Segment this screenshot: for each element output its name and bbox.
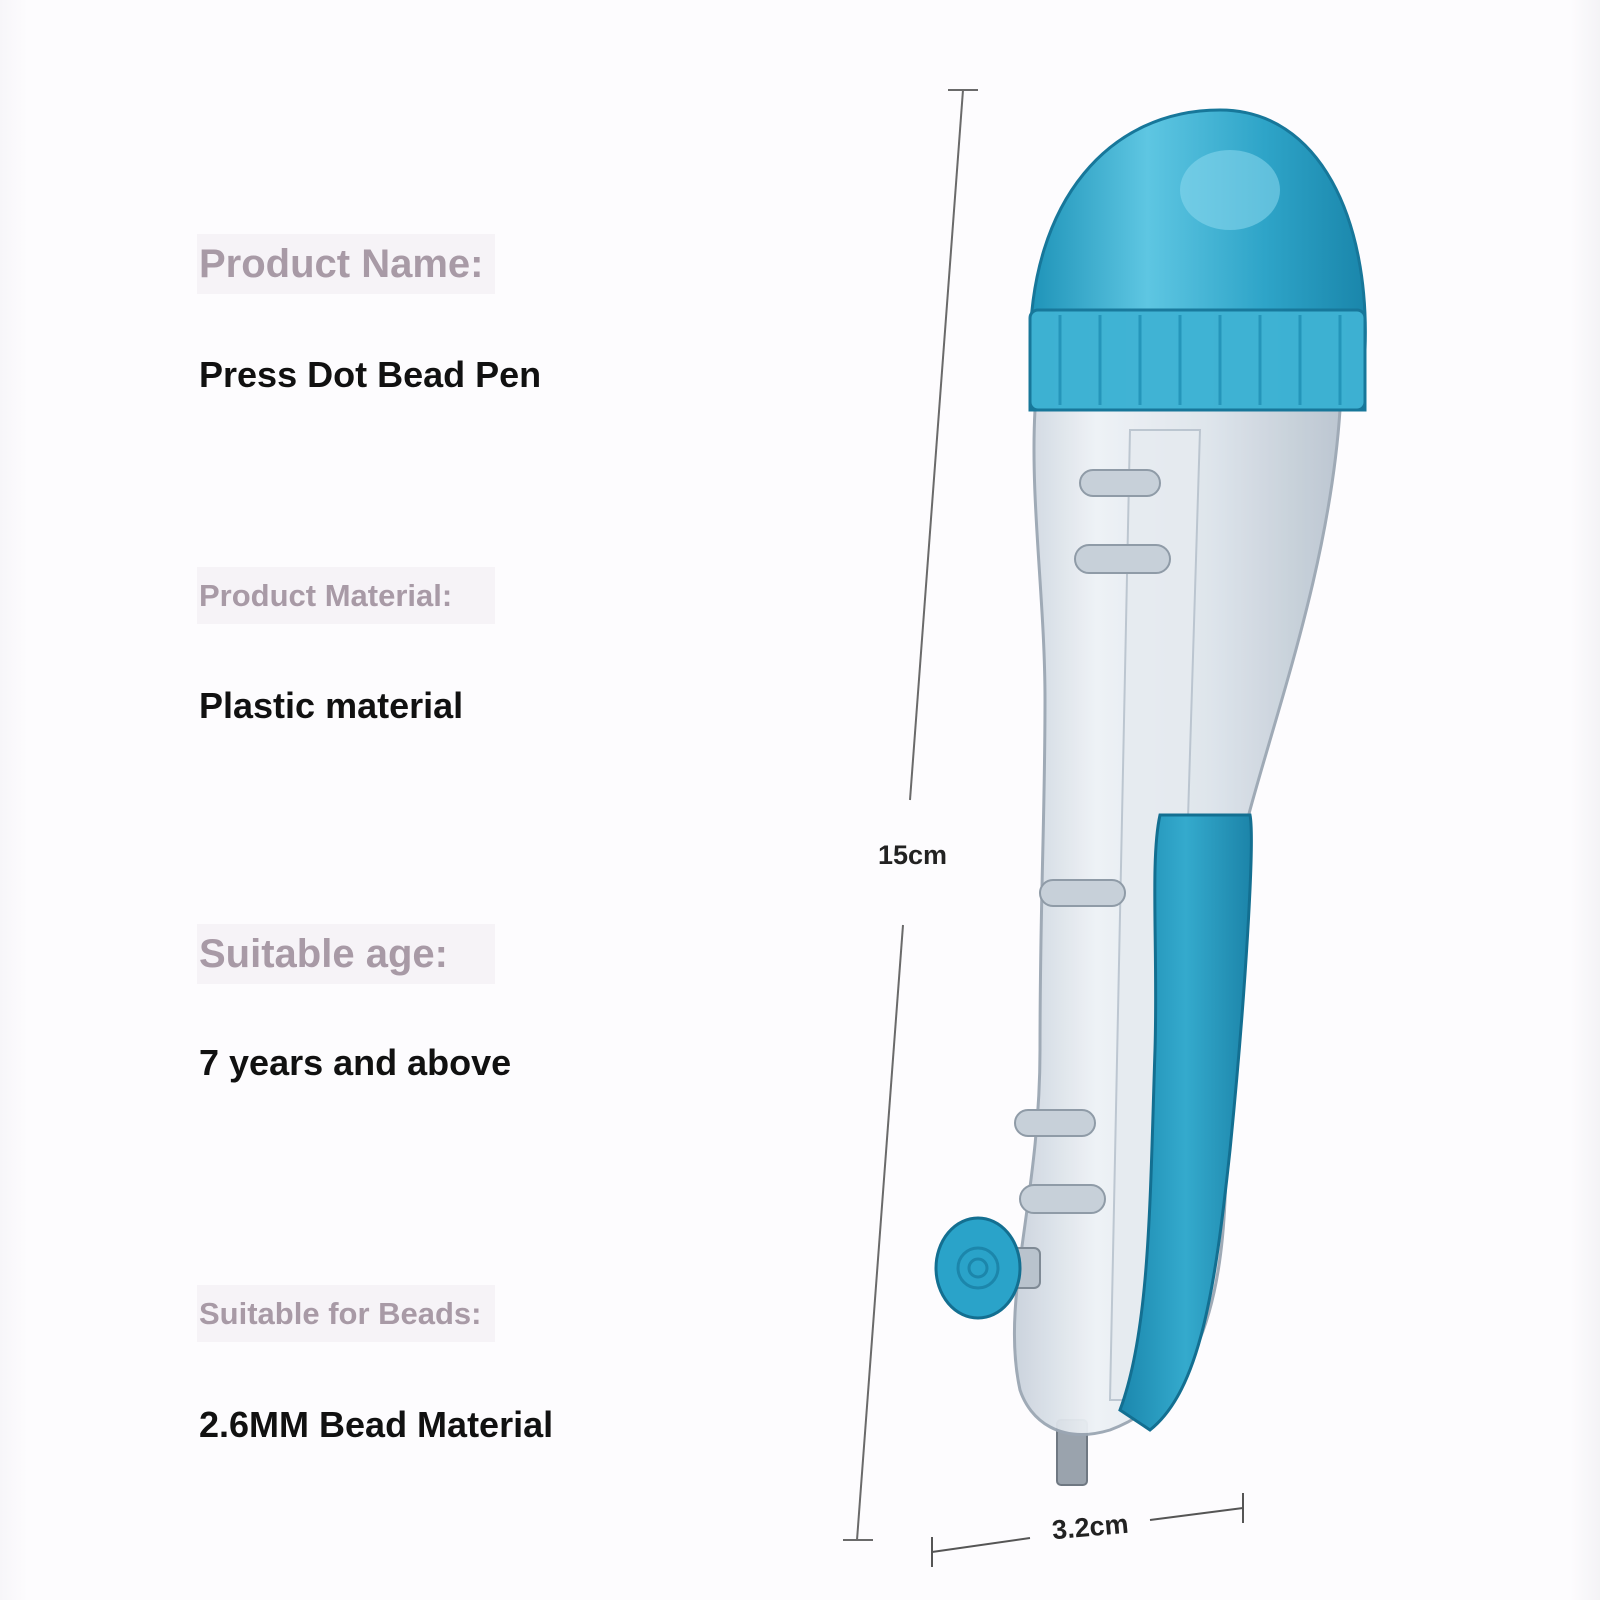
width-dimension-line [931,1493,1244,1567]
suitable-age-label: Suitable age: [197,924,495,984]
suitable-age-value: 7 years and above [199,1042,512,1083]
length-dimension-label: 15cm [878,840,948,870]
suitable-beads-label: Suitable for Beads: [197,1285,495,1343]
product-name-value: Press Dot Bead Pen [199,354,542,395]
width-dimension-label: 3.2cm [1050,1508,1130,1546]
length-dimension-line [843,89,978,1541]
bead-pen-image [934,108,1367,1486]
product-name-label: Product Name: [197,234,495,294]
product-material-label: Product Material: [197,567,495,625]
product-material-value: Plastic material [199,685,464,726]
suitable-beads-value: 2.6MM Bead Material [199,1404,554,1445]
